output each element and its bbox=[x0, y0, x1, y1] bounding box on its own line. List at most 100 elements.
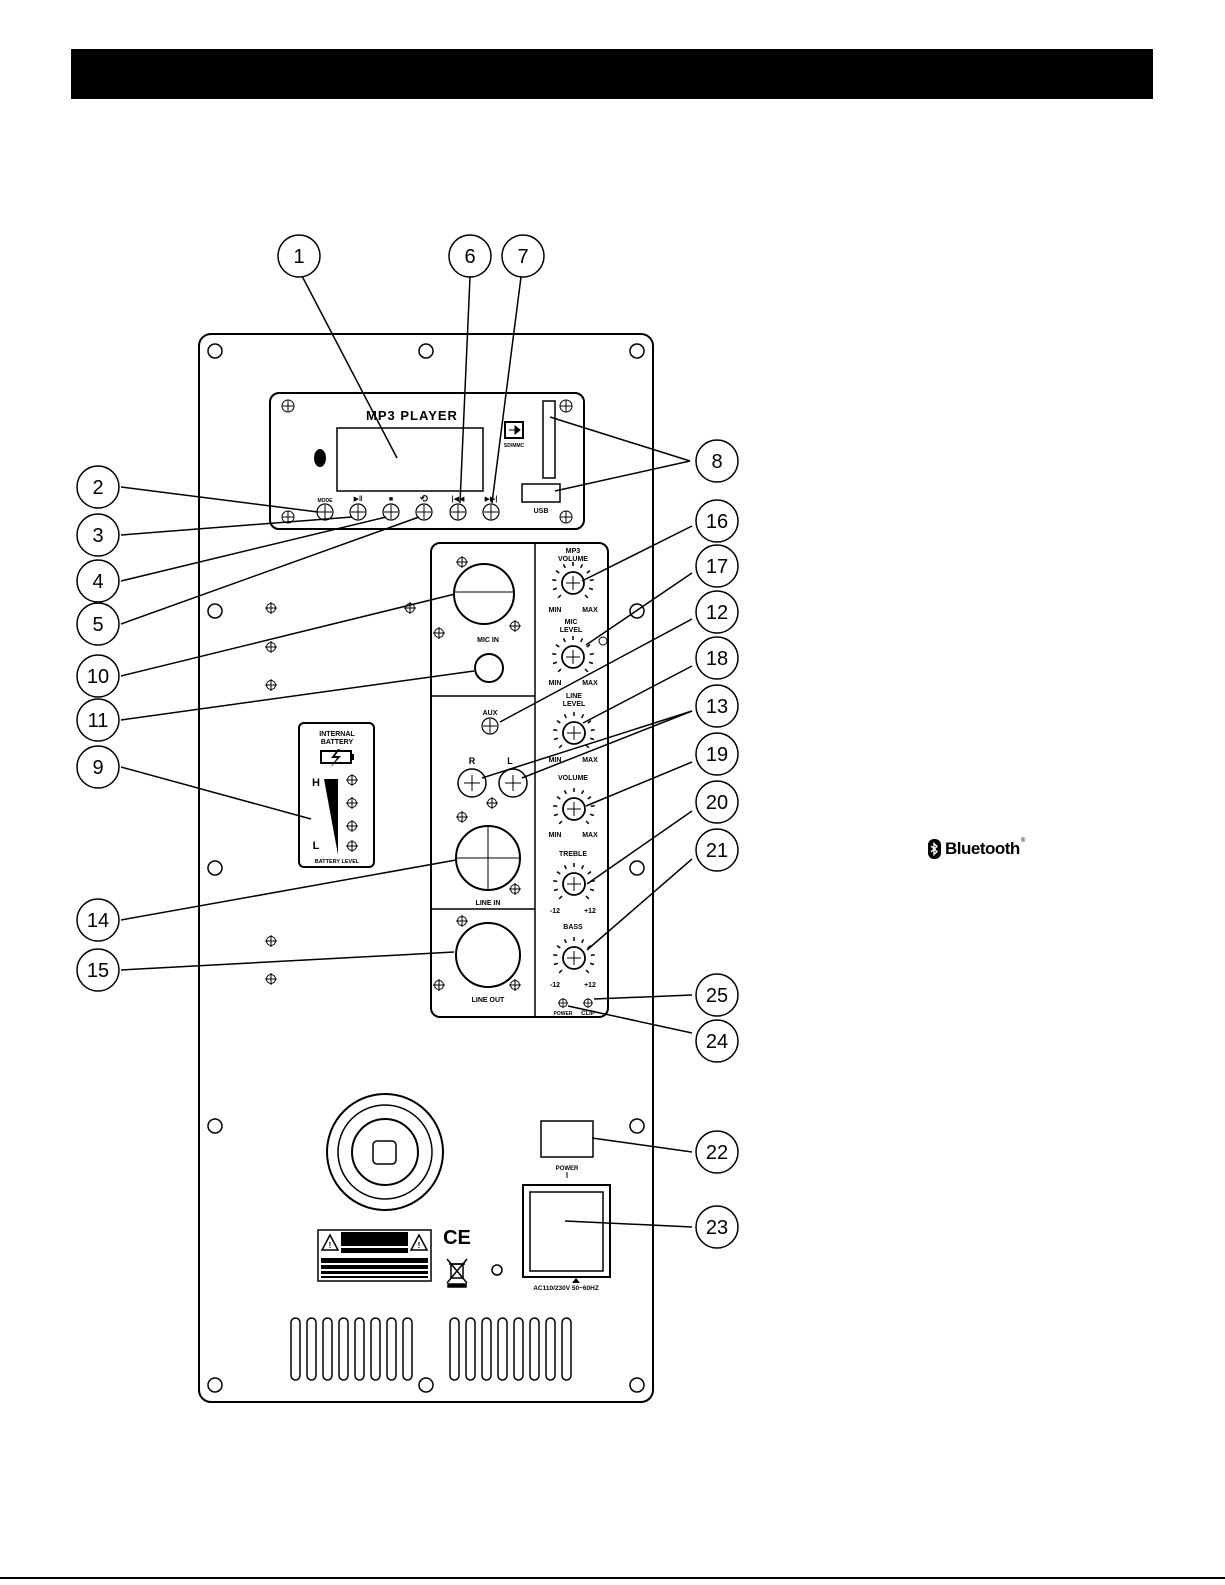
prev-label: |◀◀ bbox=[452, 496, 465, 503]
mp3-volume-label-1: MP3 bbox=[566, 548, 581, 555]
vent-slot bbox=[481, 1317, 492, 1381]
mic-level-label-2: LEVEL bbox=[560, 627, 583, 634]
vent-slot bbox=[386, 1317, 397, 1381]
treble-knob[interactable] bbox=[553, 863, 595, 900]
rca-r-jack[interactable] bbox=[457, 768, 487, 798]
ac-inlet[interactable] bbox=[522, 1184, 611, 1278]
callout-1: 1 bbox=[277, 234, 321, 278]
treble-plus12: +12 bbox=[584, 908, 596, 915]
mounting-holes bbox=[207, 343, 645, 1393]
line-out-label: LINE OUT bbox=[472, 997, 505, 1004]
callout-number: 12 bbox=[706, 602, 728, 624]
mic-level-label-1: MIC bbox=[565, 619, 578, 626]
callout-23: 23 bbox=[695, 1205, 739, 1249]
battery-level-wedge bbox=[324, 779, 338, 855]
bluetooth-logo: Bluetooth ® bbox=[928, 838, 1025, 860]
next-label: ▶▶| bbox=[485, 496, 498, 503]
power-led bbox=[558, 998, 568, 1008]
warning-label: ! ! bbox=[317, 1229, 432, 1282]
mic-level-min: MIN bbox=[549, 680, 562, 687]
battery-title-2: BATTERY bbox=[321, 739, 354, 746]
ground-screw bbox=[491, 1264, 503, 1276]
play-pause-label: ▶‖ bbox=[354, 496, 363, 503]
vent-slot bbox=[465, 1317, 476, 1381]
bass-plus12: +12 bbox=[584, 982, 596, 989]
speaker-connector[interactable] bbox=[326, 1093, 444, 1211]
lightning-icon bbox=[330, 749, 341, 768]
svg-text:!: ! bbox=[418, 1241, 421, 1250]
mic-level-knob[interactable] bbox=[552, 636, 594, 673]
sd-card-slot[interactable] bbox=[542, 400, 556, 479]
volume-min: MIN bbox=[549, 832, 562, 839]
vent-slot bbox=[338, 1317, 349, 1381]
knob-group bbox=[552, 562, 595, 974]
callout-number: 16 bbox=[706, 511, 728, 533]
vent-slot bbox=[449, 1317, 460, 1381]
knob-labels: MP3 VOLUME MIC LEVEL LINE LEVEL VOLUME T… bbox=[549, 548, 599, 989]
mp3-volume-knob[interactable] bbox=[552, 562, 594, 599]
callout-number: 17 bbox=[706, 556, 728, 578]
callout-10: 10 bbox=[76, 654, 120, 698]
line-level-knob[interactable] bbox=[553, 712, 595, 749]
callout-number: 15 bbox=[87, 960, 109, 982]
callout-number: 2 bbox=[92, 477, 103, 499]
usb-label: USB bbox=[534, 508, 549, 515]
line-level-max: MAX bbox=[582, 757, 598, 764]
ir-sensor bbox=[314, 449, 326, 467]
usb-port[interactable] bbox=[521, 483, 561, 503]
rca-l-jack[interactable] bbox=[498, 768, 528, 798]
callout-24: 24 bbox=[695, 1019, 739, 1063]
callout-8: 8 bbox=[695, 439, 739, 483]
power-switch[interactable] bbox=[540, 1120, 594, 1158]
callout-21: 21 bbox=[695, 828, 739, 872]
repeat-label: ⟲ bbox=[420, 494, 429, 505]
callout-number: 8 bbox=[711, 451, 722, 473]
stop-label: ■ bbox=[389, 496, 393, 503]
line-level-label-1: LINE bbox=[566, 693, 582, 700]
battery-title-1: INTERNAL bbox=[319, 731, 355, 738]
callout-14: 14 bbox=[76, 898, 120, 942]
sd-label: SD/MMC bbox=[504, 443, 525, 449]
ac-voltage-label: AC110/230V 50~60HZ bbox=[533, 1285, 599, 1292]
callout-20: 20 bbox=[695, 780, 739, 824]
vent-slot bbox=[370, 1317, 381, 1381]
callout-number: 6 bbox=[464, 246, 475, 268]
bass-knob[interactable] bbox=[553, 937, 595, 974]
vent-slot bbox=[529, 1317, 540, 1381]
mic-in-label: MIC IN bbox=[477, 637, 499, 644]
callout-number: 3 bbox=[92, 525, 103, 547]
line-in-label: LINE IN bbox=[476, 900, 501, 907]
mp3-control-buttons: MODE ▶‖ ■ ⟲ |◀◀ ▶▶| bbox=[316, 494, 500, 521]
callout-22: 22 bbox=[695, 1130, 739, 1174]
vent-slot bbox=[290, 1317, 301, 1381]
callout-number: 11 bbox=[88, 710, 109, 732]
clip-led bbox=[583, 998, 593, 1008]
callout-15: 15 bbox=[76, 948, 120, 992]
line-in-jack[interactable] bbox=[455, 825, 521, 891]
mic-peak-led bbox=[598, 636, 608, 646]
callout-16: 16 bbox=[695, 499, 739, 543]
rca-r-label: R bbox=[469, 756, 476, 766]
vent-slot bbox=[497, 1317, 508, 1381]
callout-6: 6 bbox=[448, 234, 492, 278]
bottom-rule bbox=[0, 1577, 1225, 1579]
weee-bin-icon bbox=[446, 1258, 468, 1288]
callout-19: 19 bbox=[695, 732, 739, 776]
callout-number: 14 bbox=[87, 910, 109, 932]
mic-in-jack[interactable] bbox=[453, 563, 515, 625]
volume-knob[interactable] bbox=[553, 788, 595, 825]
power-led-label: POWER bbox=[554, 1011, 573, 1017]
bluetooth-registered-mark: ® bbox=[1020, 838, 1026, 844]
mode-label: MODE bbox=[318, 498, 334, 504]
power-switch-label: POWER bbox=[556, 1166, 579, 1172]
mic-jack-6-3mm[interactable] bbox=[474, 653, 504, 683]
aux-jack[interactable] bbox=[481, 717, 499, 735]
line-out-jack[interactable] bbox=[455, 922, 521, 988]
callout-number: 19 bbox=[706, 744, 728, 766]
callout-18: 18 bbox=[695, 636, 739, 680]
callout-number: 18 bbox=[706, 648, 728, 670]
vent-slot bbox=[306, 1317, 317, 1381]
vent-slot bbox=[545, 1317, 556, 1381]
callout-7: 7 bbox=[501, 234, 545, 278]
